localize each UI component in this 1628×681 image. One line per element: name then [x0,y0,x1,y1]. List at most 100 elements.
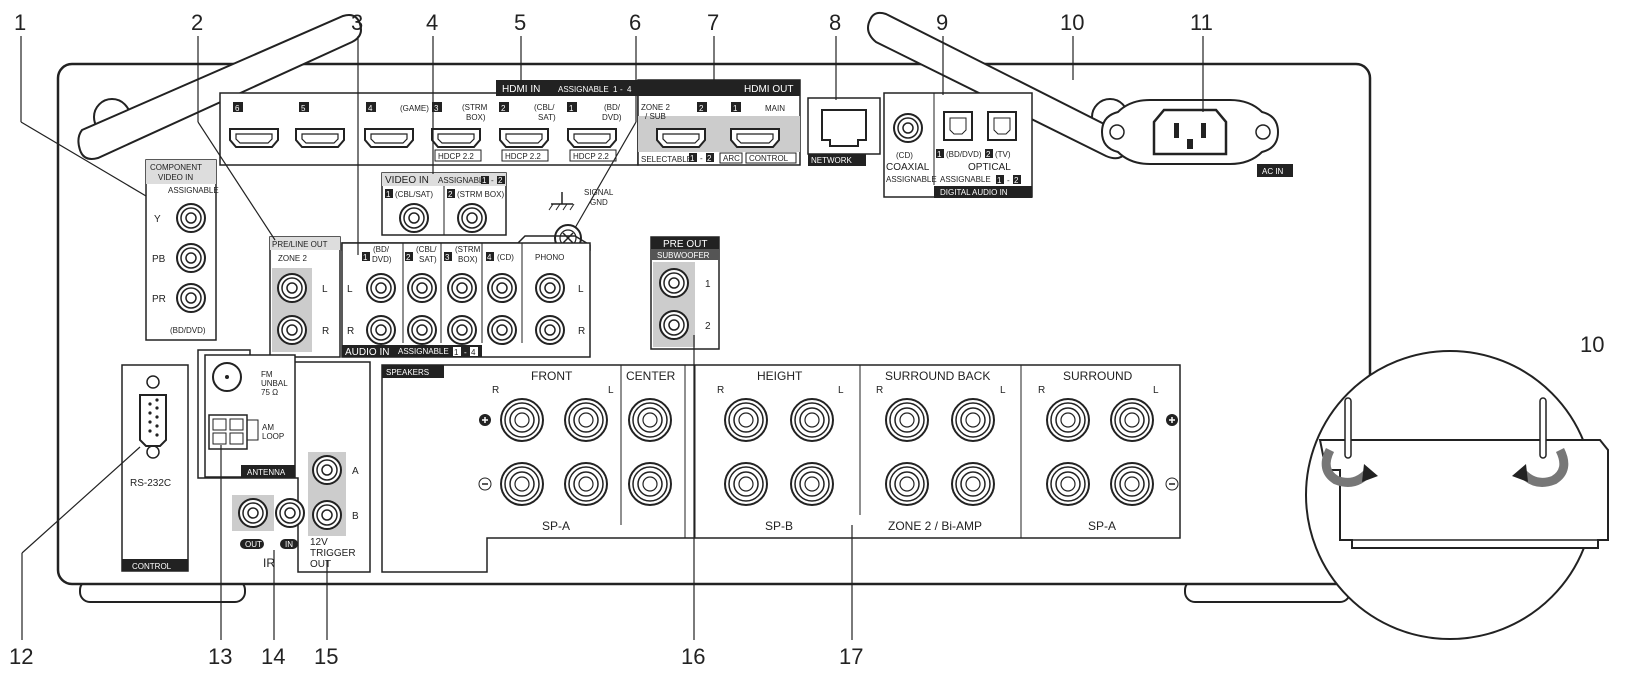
optical-1-label: 1 [937,150,942,159]
rs232c-port[interactable] [139,394,167,447]
left-wireless-antenna[interactable] [77,14,362,160]
front-l-plus-terminal[interactable] [564,398,608,442]
trigger-a-jack[interactable] [312,455,342,485]
surround-l-plus-terminal[interactable] [1110,398,1154,442]
fm-unbal: UNBAL [261,379,288,388]
video-in-1-jack[interactable] [399,203,429,233]
component-bd: (BD/DVD) [170,326,206,335]
preline-l-jack[interactable] [277,273,307,303]
audio-in-3-l-jack[interactable] [447,273,477,303]
audio-in-1-r-jack[interactable] [366,315,396,345]
fm-label: FM [261,370,273,379]
ac-inlet[interactable] [1100,99,1280,165]
am-loop-terminal[interactable] [208,414,259,450]
center-minus-terminal[interactable] [628,462,672,506]
phono-r-jack[interactable] [535,315,565,345]
audio-in-title: AUDIO IN [345,347,389,358]
callout-5: 5 [514,10,526,35]
hdmi-in-1-port[interactable] [567,128,617,148]
hdmi-out-arc: ARC [723,154,740,163]
optical-as-dash: - [1007,176,1010,185]
optical-1-bd: (BD/DVD) [946,150,982,159]
surround-back-l-minus-terminal[interactable] [951,462,995,506]
hdmi-out-2-port[interactable] [656,128,706,148]
center-plus-terminal[interactable] [628,398,672,442]
hdmi-out-main: MAIN [765,104,785,113]
hdmi-in-2-port[interactable] [499,128,549,148]
callout-17: 17 [839,644,863,669]
hdmi-in-3-port[interactable] [431,128,481,148]
am-label: AM [262,423,274,432]
speakers-spa-right: SP-A [1088,519,1116,533]
speakers-panel: SPEAKERS FRONT CENTER HEIGHT SURROUND BA… [381,364,1181,573]
surround-r-minus-terminal[interactable] [1046,462,1090,506]
audio-in-2-r-jack[interactable] [407,315,437,345]
audio-in-1-l-jack[interactable] [366,273,396,303]
hdmi-out-1-port[interactable] [730,128,780,148]
surround-l-minus-terminal[interactable] [1110,462,1154,506]
audio-in-2-label: 2 [406,253,411,262]
speakers-l1: L [608,385,614,396]
component-pb-jack[interactable] [176,243,206,273]
preout-subwoofer: SUBWOOFER [657,251,710,260]
surround-back-r-minus-terminal[interactable] [885,462,929,506]
hdmi-in-4-label: 4 [368,104,373,113]
control-panel: CONTROL RS-232C [121,364,189,572]
audio-in-4-cd: (CD) [497,253,514,262]
subwoofer-2-jack[interactable] [659,310,689,340]
preline-r-jack[interactable] [277,315,307,345]
trigger-b-jack[interactable] [312,500,342,530]
front-l-minus-terminal[interactable] [564,462,608,506]
video-in-b: 2 [498,176,503,185]
audio-in-3-r-jack[interactable] [447,315,477,345]
hdmi-in-assign-b: 4 [627,85,632,94]
hdmi-in-5-label: 5 [301,104,306,113]
network-label: NETWORK [811,156,853,165]
surround-r-plus-terminal[interactable] [1046,398,1090,442]
component-pr-jack[interactable] [176,283,206,313]
subwoofer-1-jack[interactable] [659,268,689,298]
video-in-2-jack[interactable] [457,203,487,233]
trigger-label: TRIGGER [310,548,356,559]
video-in-1-label: 1 [386,190,391,199]
speakers-r1: R [492,385,499,396]
surround-back-l-plus-terminal[interactable] [951,398,995,442]
preline-title: PRE/LINE OUT [272,240,328,249]
optical-1-jack[interactable] [943,111,973,141]
front-r-minus-terminal[interactable] [500,462,544,506]
audio-in-2-l-jack[interactable] [407,273,437,303]
audio-in-2-sat: SAT) [419,255,437,264]
front-r-plus-terminal[interactable] [500,398,544,442]
surround-back-r-plus-terminal[interactable] [885,398,929,442]
hdmi-in-5-port[interactable] [295,128,345,148]
hdmi-in-3-box: BOX) [466,113,486,122]
ir-out-jack[interactable] [238,498,268,528]
coaxial-jack[interactable] [893,113,923,143]
hdmi-in-title: HDMI IN [502,84,540,95]
height-l-plus-terminal[interactable] [790,398,834,442]
coaxial-label: COAXIAL [886,162,930,173]
height-l-minus-terminal[interactable] [790,462,834,506]
ir-in-jack[interactable] [275,498,305,528]
audio-in-4-r-jack[interactable] [487,315,517,345]
optical-2-jack[interactable] [987,111,1017,141]
component-y-jack[interactable] [176,203,206,233]
network-lan-port[interactable] [821,109,867,147]
phono-l-jack[interactable] [535,273,565,303]
hdmi-out-sel-dash: - [700,154,703,163]
preout-title: PRE OUT [663,239,707,250]
height-r-plus-terminal[interactable] [724,398,768,442]
callout-15: 15 [314,644,338,669]
hdmi-in-3-label: 3 [434,104,439,113]
speakers-front: FRONT [531,369,573,383]
audio-in-3-strm: (STRM [455,245,481,254]
optical-assignable: ASSIGNABLE [940,175,991,184]
audio-in-1-bd: (BD/ [373,245,390,254]
speakers-r2: R [717,385,724,396]
height-r-minus-terminal[interactable] [724,462,768,506]
audio-in-4-l-jack[interactable] [487,273,517,303]
ir-out-label: OUT [245,540,262,549]
hdmi-in-6-port[interactable] [229,128,279,148]
speakers-l4: L [1153,385,1159,396]
hdmi-in-4-port[interactable] [364,128,414,148]
